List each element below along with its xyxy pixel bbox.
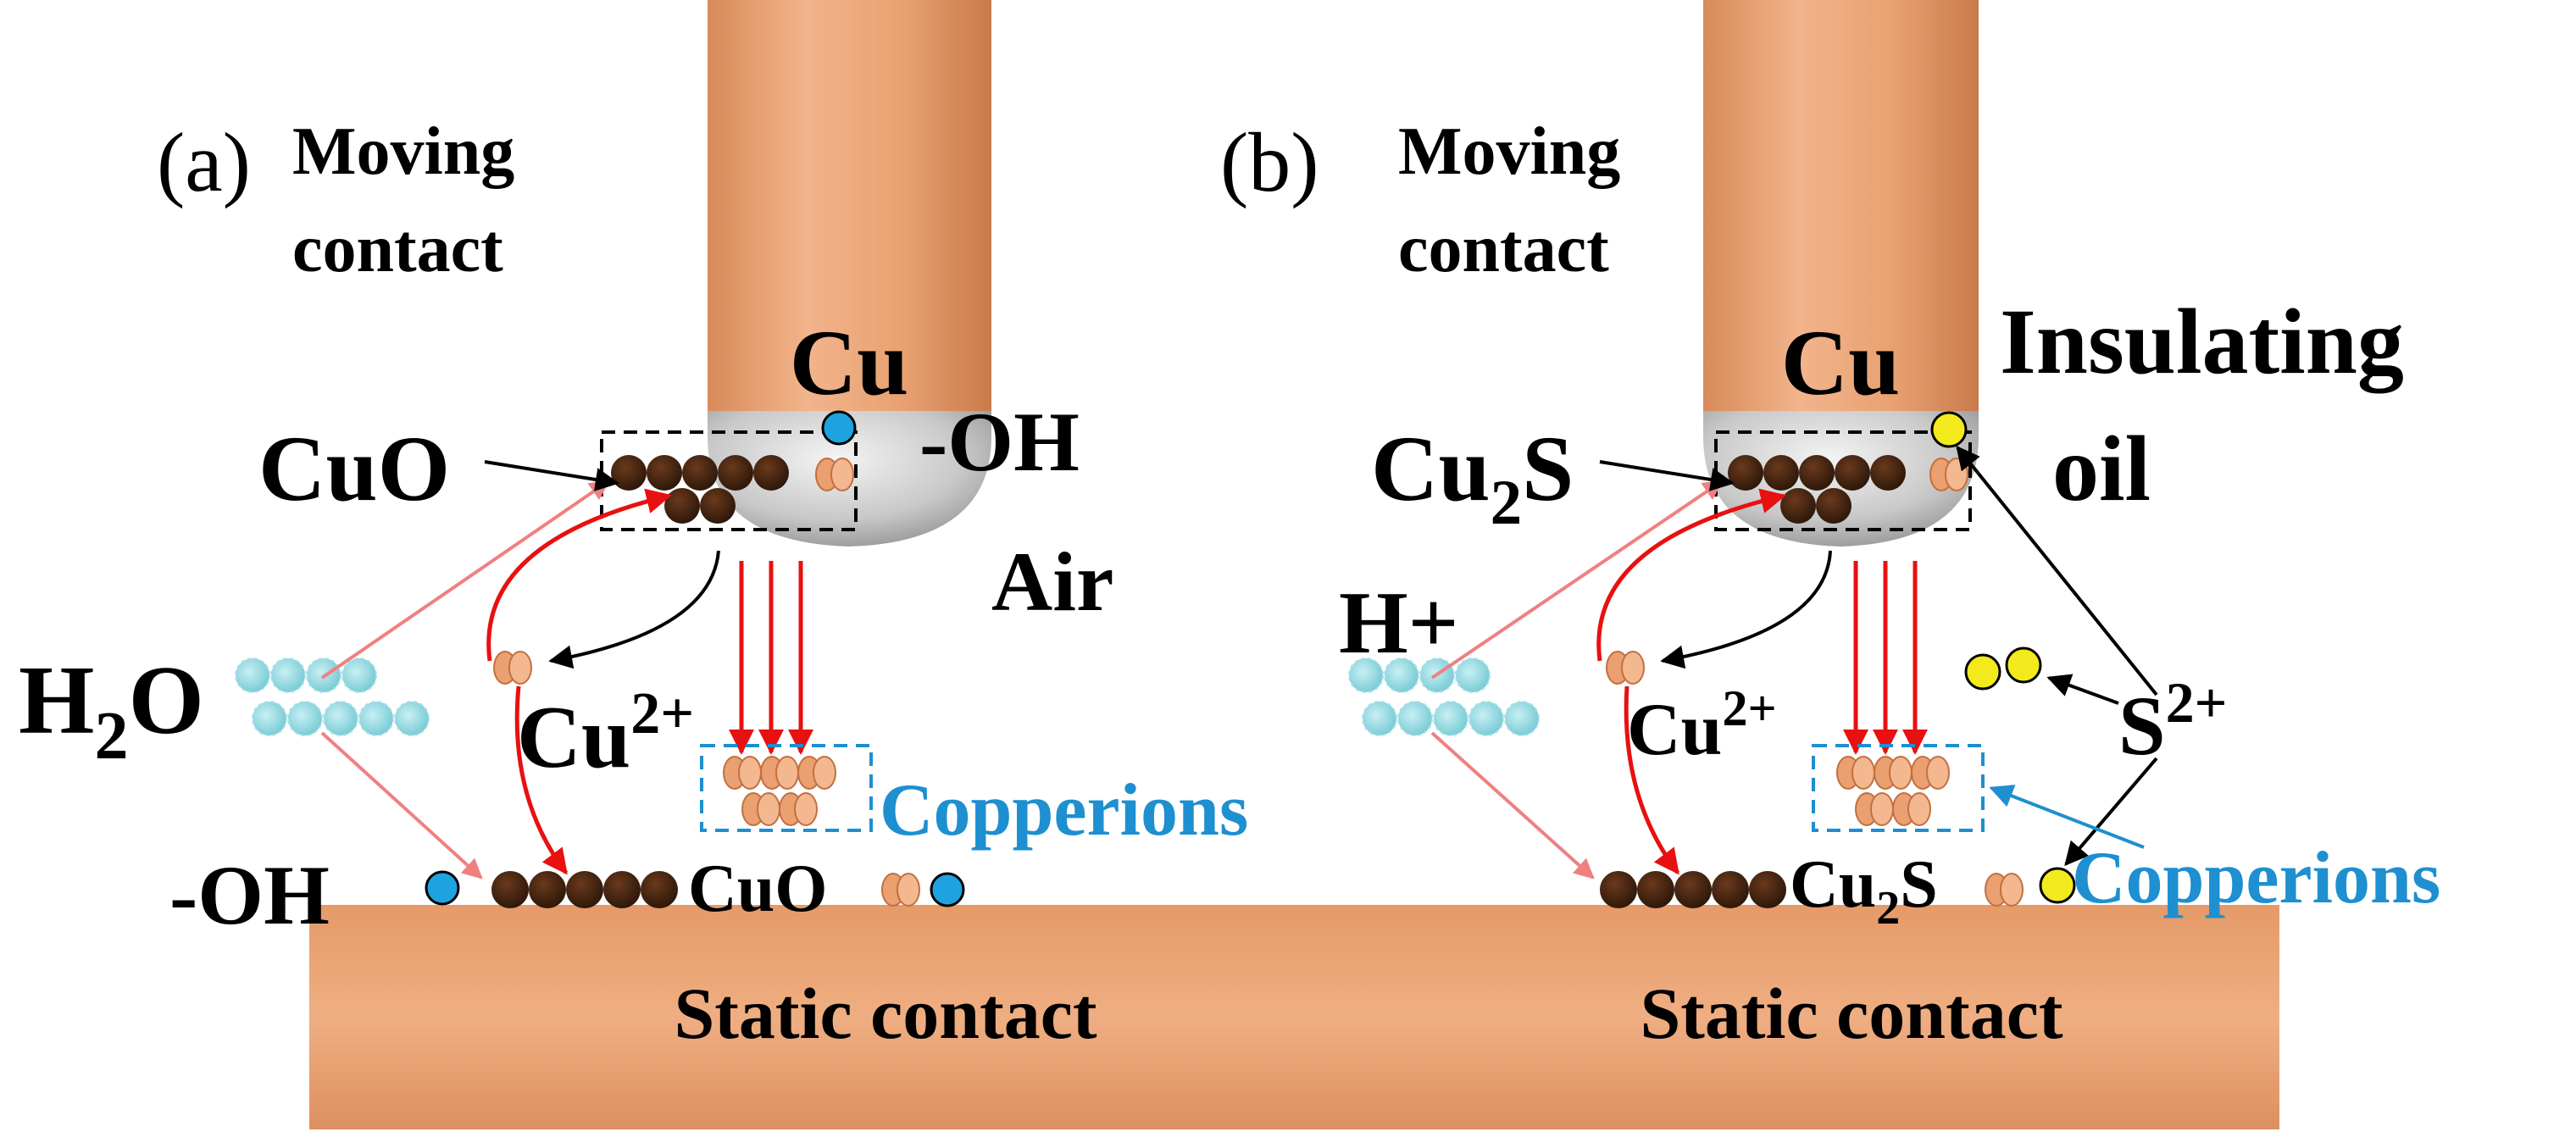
sulfur-label-b: S2+ <box>2118 670 2227 773</box>
ion-arrow-up-a <box>486 488 672 662</box>
panel-tag-b: (b) <box>1220 115 1319 209</box>
water-arrow-up-a <box>320 480 610 680</box>
proton-arrow-down-b <box>1430 731 1595 879</box>
film-label-b: Cu2S <box>1371 417 1574 538</box>
copper-ions-box-a <box>700 744 873 832</box>
medium-label-b-2: oil <box>2052 417 2151 520</box>
film-label-a: CuO <box>258 417 450 520</box>
ion-flow-arrows-b <box>1843 561 1928 755</box>
moving-contact-label-a-2: contact <box>292 212 503 286</box>
tip-to-ion-arrow-a <box>548 550 720 669</box>
static-contact-label-a: Static contact <box>674 973 1096 1054</box>
copper-ions-label-b: Copperions <box>2072 837 2440 919</box>
film-bottom-label-a: CuO <box>688 852 828 926</box>
sulfur-arrow-top-b <box>1956 445 2158 696</box>
reactant-label-b: H+ <box>1339 573 1459 672</box>
moving-contact-label-b-2: contact <box>1398 212 1609 286</box>
sulfur-arrow-bottom-b <box>2064 757 2158 867</box>
ion-on-tip-a <box>815 458 854 491</box>
hydroxyl-dot-right-a <box>930 872 965 907</box>
water-arrow-down-a <box>320 731 483 879</box>
ion-free-b <box>1606 651 1645 685</box>
electrode-label-a: Cu <box>790 311 909 414</box>
cuo-pointer-a <box>484 460 619 491</box>
ion-label-b: Cu2+ <box>1627 680 1777 771</box>
sulfide-pointer-b <box>1599 460 1735 491</box>
copper-ions-pointer-b <box>1989 785 2145 849</box>
copper-ions-box-b <box>1812 744 1985 832</box>
ion-label-a: Cu2+ <box>517 681 694 786</box>
ion-arrow-down-b <box>1624 685 1679 875</box>
reactant-label-a: H2O <box>19 646 204 774</box>
hydroxyl-dot-top-a <box>821 410 857 446</box>
ion-free-a <box>493 651 532 685</box>
panel-b: (b) Moving contact Cu Insulating oil Cu2… <box>1220 0 2440 1129</box>
electrode-label-b: Cu <box>1781 311 1901 414</box>
film-bottom-label-b: Cu2S <box>1790 847 1938 935</box>
sulfur-dot-top-b <box>1930 411 1968 448</box>
static-contact-a <box>309 905 1462 1129</box>
moving-contact-b <box>1703 0 1979 411</box>
proton-arrow-up-b <box>1430 480 1724 680</box>
copper-ions-label-a: Copperions <box>880 769 1248 852</box>
hydroxyl-label-top-a: -OH <box>919 395 1080 489</box>
copper-ions-group-a <box>723 756 836 826</box>
panel-a: (a) Moving contact Cu CuO -OH Air H2O Cu… <box>19 0 1462 1129</box>
ion-arrow-down-a <box>514 685 568 875</box>
sulfur-dot-bottom-b <box>2039 867 2076 904</box>
ion-flow-arrows-a <box>729 561 813 755</box>
sulfur-dot-free-1-b <box>1964 653 2001 691</box>
moving-contact-label-a-1: Moving <box>292 114 514 189</box>
static-contact-b <box>1424 905 2279 1129</box>
ion-arrow-up-b <box>1596 488 1786 662</box>
panel-tag-a: (a) <box>157 115 251 209</box>
sulfide-particles-top-b <box>1728 455 1906 524</box>
moving-contact-a <box>708 0 991 411</box>
ion-bottom-a <box>881 873 920 907</box>
medium-label-a: Air <box>991 535 1113 629</box>
sulfur-arrow-free-b <box>2046 674 2119 705</box>
ion-bottom-b <box>1985 873 2024 907</box>
medium-label-b-1: Insulating <box>2000 290 2404 393</box>
oxide-particles-bottom-a <box>491 871 678 908</box>
static-contact-label-b: Static contact <box>1640 973 2062 1054</box>
hydroxyl-label-bottom-a: -OH <box>169 848 330 942</box>
tip-to-ion-arrow-b <box>1660 550 1832 669</box>
ion-on-tip-b <box>1929 458 1968 491</box>
sulfur-dot-free-2-b <box>2005 646 2042 684</box>
copper-ions-group-b <box>1836 756 1950 826</box>
hydroxyl-dot-left-a <box>425 870 460 906</box>
sulfide-particles-bottom-b <box>1600 871 1786 908</box>
moving-contact-label-b-1: Moving <box>1398 114 1620 189</box>
oxide-particles-top-a <box>611 455 789 524</box>
